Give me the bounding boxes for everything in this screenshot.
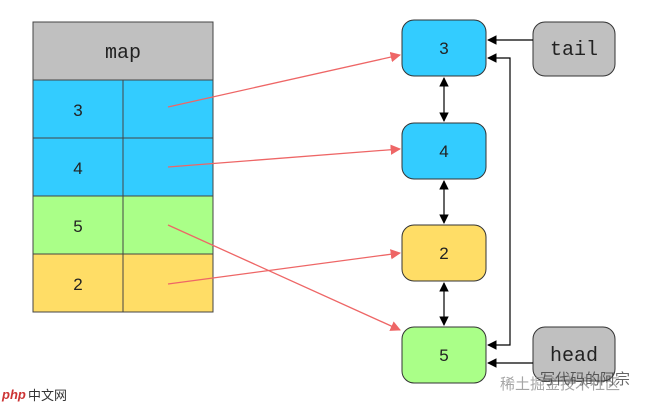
watermark-author-text: 写代码的阿宗 [540, 370, 630, 388]
map-header-label: map [105, 42, 141, 65]
map-arrow-4 [167, 144, 402, 168]
map-key-label: 2 [73, 275, 82, 294]
map-key-label: 5 [73, 217, 82, 236]
node-links [439, 53, 511, 350]
list-node-value: 4 [439, 142, 448, 161]
map-table: map 3 4 5 2 [32, 21, 214, 313]
map-to-node-arrows [167, 51, 402, 331]
head-pointer: head [487, 326, 616, 382]
link-wraparound [487, 53, 511, 350]
tail-label: tail [550, 39, 598, 62]
tail-pointer: tail [487, 21, 616, 77]
watermark-php-logo: php [1, 387, 26, 402]
map-arrow-5 [167, 224, 401, 331]
tail-box [532, 21, 616, 77]
map-row-4: 2 [32, 253, 214, 313]
map-arrow-3 [167, 51, 402, 108]
map-key-label: 3 [73, 101, 82, 120]
map-row-3: 5 [32, 195, 214, 255]
watermark-right: 稀土掘金技术社区 写代码的阿宗 [500, 370, 630, 393]
watermark-left: php 中文网 [1, 387, 67, 403]
list-node-value: 3 [439, 39, 448, 58]
list-node-value: 2 [439, 244, 448, 263]
list-node-1 [401, 19, 487, 77]
head-label: head [550, 345, 598, 368]
map-row-2: 4 [32, 137, 214, 197]
map-row-1: 3 [32, 79, 214, 139]
list-node-4 [401, 326, 487, 384]
linked-list: 3 4 2 5 [401, 19, 487, 384]
map-header-cell [32, 21, 214, 81]
map-key-label: 4 [73, 159, 82, 178]
map-arrow-2 [167, 249, 402, 285]
list-node-3 [401, 224, 487, 282]
watermark-community-text: 稀土掘金技术社区 [500, 376, 620, 393]
watermark-site-text: 中文网 [28, 388, 67, 403]
list-node-2 [401, 122, 487, 180]
list-node-value: 5 [439, 346, 448, 365]
head-box [532, 326, 616, 382]
